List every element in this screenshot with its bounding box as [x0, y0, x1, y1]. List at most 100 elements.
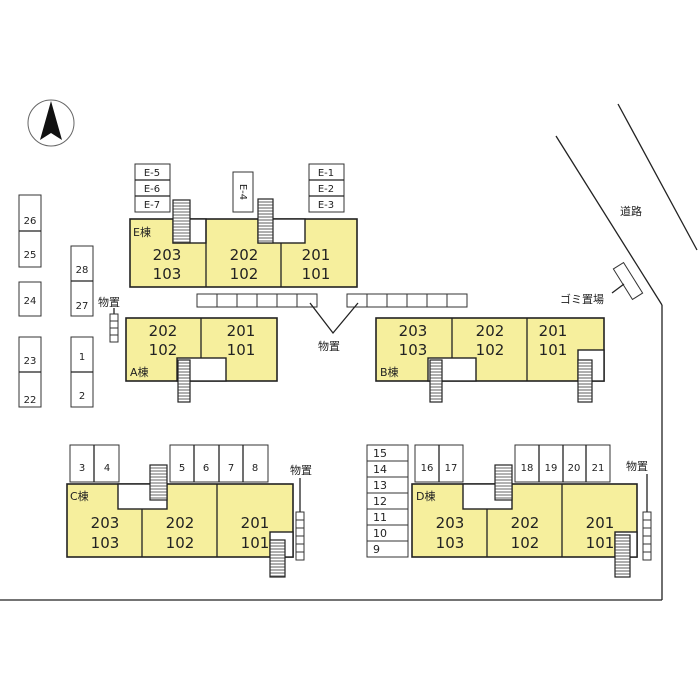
svg-text:D棟: D棟: [416, 489, 435, 503]
svg-text:202: 202: [476, 322, 505, 340]
parking-space: [366, 540, 409, 558]
storage-cell: [642, 551, 652, 561]
storage-cell: [296, 293, 318, 308]
parking-c-left: 3 4: [69, 444, 120, 483]
svg-text:E-1: E-1: [318, 168, 334, 179]
storage-cell: [406, 293, 428, 308]
svg-text:202: 202: [166, 514, 195, 532]
parking-number: 13: [373, 479, 387, 492]
svg-text:201: 201: [586, 514, 615, 532]
svg-text:26: 26: [24, 216, 37, 227]
building-d: D棟 203 103 202 102 201 101: [411, 483, 638, 558]
svg-text:102: 102: [230, 265, 259, 283]
storage-cell: [109, 327, 119, 336]
svg-text:102: 102: [511, 534, 540, 552]
svg-text:203: 203: [153, 246, 182, 264]
svg-text:E-3: E-3: [318, 200, 334, 211]
stairs-icon: [149, 464, 168, 501]
storage-label: 物置: [98, 295, 120, 309]
road-edge: [617, 103, 698, 251]
svg-text:2: 2: [79, 391, 85, 402]
svg-text:6: 6: [203, 463, 209, 474]
svg-text:8: 8: [252, 463, 258, 474]
storage-strip-left: [196, 293, 318, 308]
svg-text:103: 103: [399, 341, 428, 359]
leader-line: [309, 302, 359, 335]
storage-cell: [295, 543, 305, 553]
svg-text:203: 203: [436, 514, 465, 532]
parking-number: 15: [373, 447, 387, 460]
svg-text:21: 21: [592, 463, 605, 474]
svg-text:27: 27: [76, 301, 89, 312]
svg-text:16: 16: [421, 463, 434, 474]
svg-text:201: 201: [241, 514, 270, 532]
svg-text:101: 101: [302, 265, 331, 283]
svg-text:203: 203: [399, 322, 428, 340]
svg-text:102: 102: [166, 534, 195, 552]
svg-text:E-6: E-6: [144, 184, 160, 195]
parking-number: 9: [373, 543, 380, 556]
storage-cell: [642, 535, 652, 545]
storage-cell: [295, 527, 305, 537]
storage-label: 物置: [626, 459, 648, 473]
svg-text:201: 201: [302, 246, 331, 264]
storage-cell: [109, 334, 119, 343]
storage-cell: [276, 293, 298, 308]
storage-cell: [642, 527, 652, 537]
parking-e-right: E-1 E-2 E-3: [308, 163, 345, 213]
svg-text:18: 18: [521, 463, 534, 474]
storage-cell: [386, 293, 408, 308]
svg-text:1: 1: [79, 352, 85, 363]
svg-text:E棟: E棟: [133, 225, 151, 239]
svg-text:A棟: A棟: [130, 365, 149, 379]
storage-cell: [216, 293, 238, 308]
storage-cell: [426, 293, 448, 308]
svg-text:203: 203: [91, 514, 120, 532]
stairs-group: [149, 198, 631, 578]
svg-text:201: 201: [539, 322, 568, 340]
svg-text:24: 24: [24, 296, 37, 307]
leader-line: [611, 283, 625, 294]
svg-text:103: 103: [153, 265, 182, 283]
svg-text:23: 23: [24, 356, 37, 367]
svg-text:202: 202: [149, 322, 178, 340]
svg-text:17: 17: [445, 463, 458, 474]
svg-text:22: 22: [24, 395, 37, 406]
parking-number: 11: [373, 511, 387, 524]
svg-text:4: 4: [104, 463, 110, 474]
stairs-icon: [257, 198, 274, 244]
storage-cell: [109, 313, 119, 322]
storage-cell: [256, 293, 278, 308]
storage-cell: [642, 543, 652, 553]
svg-text:7: 7: [228, 463, 234, 474]
stairs-icon: [429, 359, 443, 403]
svg-text:20: 20: [568, 463, 581, 474]
road-label: 道路: [620, 204, 642, 218]
storage-small-left: [109, 313, 119, 343]
svg-text:101: 101: [227, 341, 256, 359]
storage-cell: [196, 293, 218, 308]
svg-text:E-5: E-5: [144, 168, 160, 179]
parking-number: 14: [373, 463, 387, 476]
building-c: C棟 203 103 202 102 201 101: [66, 483, 294, 558]
storage-strip-right: [346, 293, 468, 308]
svg-text:5: 5: [179, 463, 185, 474]
svg-text:C棟: C棟: [70, 489, 89, 503]
storage-cell: [295, 511, 305, 521]
svg-text:B棟: B棟: [380, 365, 399, 379]
building-e: E棟 203 103 202 102 201 101: [129, 218, 358, 288]
svg-text:201: 201: [227, 322, 256, 340]
svg-text:202: 202: [511, 514, 540, 532]
storage-cell: [642, 511, 652, 521]
svg-text:102: 102: [149, 341, 178, 359]
storage-cell: [109, 320, 119, 329]
svg-text:103: 103: [436, 534, 465, 552]
parking-d-left: 16 17: [414, 444, 464, 483]
parking-e-left: E-5 E-6 E-7: [134, 163, 171, 213]
svg-text:103: 103: [91, 534, 120, 552]
storage-cell: [366, 293, 388, 308]
stairs-icon: [172, 199, 191, 244]
parking-left-col1: 26 25 24 23 22: [18, 194, 42, 408]
svg-text:101: 101: [241, 534, 270, 552]
